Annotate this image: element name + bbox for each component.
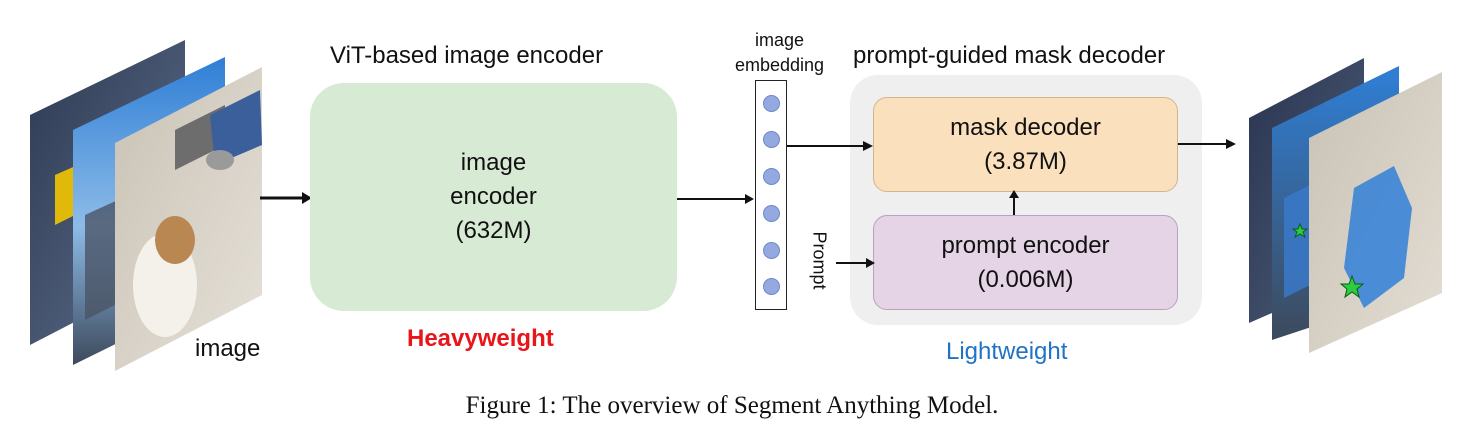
mask-decoder-title: mask decoder: [950, 113, 1101, 141]
embedding-label: image embedding: [735, 28, 824, 78]
embedding-dot: [763, 242, 780, 259]
prompt-encoder-params: (0.006M): [977, 265, 1074, 293]
prompt-point-star-2: [1291, 222, 1309, 239]
embedding-label-line-2: embedding: [735, 55, 825, 75]
embedding-dot: [763, 205, 780, 222]
arrow-decoder-to-output: [1178, 139, 1236, 149]
arrow-prompt-to-encoder: [836, 258, 875, 268]
image-embedding-vector: [755, 80, 787, 310]
heavyweight-label: Heavyweight: [407, 325, 554, 352]
figure-caption: Figure 1: The overview of Segment Anythi…: [465, 392, 999, 419]
arrow-prompt-encoder-to-mask-decoder: [1009, 190, 1019, 215]
lightweight-label: Lightweight: [946, 338, 1068, 365]
arrow-embedding-to-mask-decoder: [787, 141, 873, 151]
prompt-point-star: [1339, 274, 1365, 299]
prompt-encoder-title: prompt encoder: [941, 231, 1110, 259]
image-encoder-box: image encoder (632M): [310, 83, 677, 311]
encoder-params: (632M): [455, 217, 532, 244]
mask-decoder-params: (3.87M): [984, 147, 1067, 175]
prompt-encoder-box: prompt encoder (0.006M): [873, 215, 1178, 310]
encoder-line-2: encoder: [450, 183, 537, 210]
decoder-section-title: prompt-guided mask decoder: [853, 42, 1166, 69]
arrow-image-to-encoder: [260, 192, 312, 204]
input-image-label: image: [195, 335, 261, 362]
embedding-dot: [763, 168, 780, 185]
input-images: [30, 40, 262, 371]
embedding-label-line-1: image: [755, 30, 805, 50]
encoder-section-title: ViT-based image encoder: [330, 42, 604, 69]
output-masked-images: [1249, 58, 1442, 353]
arrow-encoder-to-embedding: [677, 194, 754, 204]
encoder-line-1: image: [460, 149, 527, 176]
embedding-dot: [763, 278, 780, 295]
prompt-label: Prompt: [809, 231, 830, 290]
embedding-dot: [763, 95, 780, 112]
embedding-dot: [763, 131, 780, 148]
mask-decoder-box: mask decoder (3.87M): [873, 97, 1178, 192]
